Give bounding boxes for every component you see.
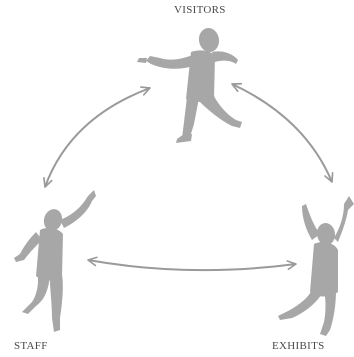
visitors-figure bbox=[137, 28, 242, 143]
staff-figure bbox=[14, 190, 96, 332]
node-label-visitors: VISITORS bbox=[174, 4, 226, 16]
exhibits-figure bbox=[278, 196, 354, 336]
node-label-exhibits: EXHIBITS bbox=[272, 340, 325, 352]
arrow-visitors-exhibits bbox=[231, 82, 334, 183]
node-label-staff: STAFF bbox=[14, 340, 48, 352]
arrow-visitors-staff bbox=[43, 86, 151, 188]
arrow-staff-exhibits bbox=[87, 256, 297, 272]
